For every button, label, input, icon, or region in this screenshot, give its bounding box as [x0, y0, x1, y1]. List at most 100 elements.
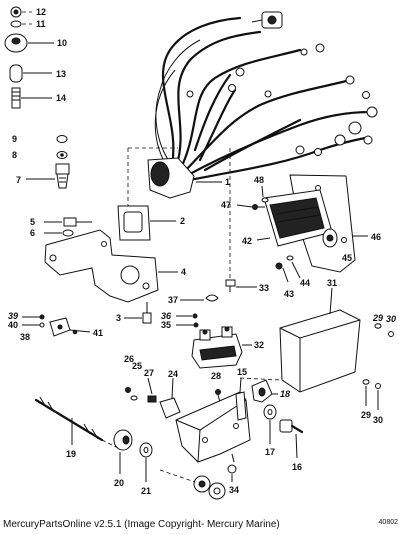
part-33-bolt: [225, 279, 257, 292]
part-bottom-bracket: [175, 391, 251, 463]
part-4-mounting-plate: [44, 229, 178, 303]
part-14-terminal: [11, 87, 52, 109]
part-11-washer: [10, 20, 32, 28]
part-19-stud: [34, 396, 104, 445]
part-7-sender: [26, 163, 70, 189]
callout-14: 14: [56, 93, 66, 103]
callout-12: 12: [36, 7, 46, 17]
callout-30-bottom: 30: [373, 415, 383, 425]
callout-19: 19: [66, 449, 76, 459]
callout-48: 48: [254, 175, 264, 185]
part-48-washer: [261, 185, 269, 203]
part-29-washer-bottom: [362, 379, 370, 406]
callout-44: 44: [300, 278, 310, 288]
part-25-washer: [130, 395, 138, 401]
callout-11: 11: [36, 19, 46, 29]
diagram-ref-number: 40802: [378, 519, 398, 526]
callout-10: 10: [57, 38, 67, 48]
part-20-spacer: [113, 429, 133, 474]
callout-36: 36: [161, 311, 172, 321]
callout-25: 25: [132, 361, 142, 371]
callout-20: 20: [114, 478, 124, 488]
callout-1: 1: [225, 177, 230, 187]
callout-46: 46: [371, 232, 381, 242]
callout-32: 32: [254, 340, 264, 350]
callout-4: 4: [181, 267, 186, 277]
part-36-nut: [176, 313, 198, 319]
part-8-washer: [56, 151, 68, 159]
callout-21: 21: [141, 486, 151, 496]
part-40-washer: [22, 322, 45, 328]
part-1-wiring-harness: [147, 11, 378, 199]
part-6-washer: [44, 229, 74, 237]
copyright-footer: MercuryPartsOnline v2.5.1 (Image Copyrig…: [3, 519, 280, 530]
part-5-screw: [44, 217, 92, 227]
part-39-screw: [22, 314, 45, 320]
callout-35: 35: [161, 320, 171, 330]
callout-41: 41: [93, 328, 103, 338]
callout-13: 13: [56, 69, 66, 79]
callout-5: 5: [30, 217, 35, 227]
callout-labels: 12 11 10 13 14 9 8 7 1 2 5 6 4 3 48 47 4…: [8, 7, 396, 496]
callout-30-top: 30: [386, 314, 396, 324]
part-15-strap: [235, 377, 247, 421]
callout-40: 40: [8, 320, 18, 330]
part-3-screw: [124, 302, 152, 324]
callout-43: 43: [284, 289, 294, 299]
part-42-control-module: [256, 189, 333, 247]
part-35-screw: [176, 322, 199, 328]
part-30-nut-top: [388, 331, 394, 337]
callout-38: 38: [20, 332, 30, 342]
part-28-screw: [215, 389, 221, 403]
callout-27: 27: [144, 368, 154, 378]
part-41-nut: [72, 329, 78, 335]
part-21-washer: [139, 442, 153, 482]
callout-34: 34: [229, 485, 239, 495]
callout-2: 2: [180, 216, 185, 226]
callout-42: 42: [242, 236, 252, 246]
callout-33: 33: [259, 283, 269, 293]
callout-31: 31: [327, 278, 337, 288]
callout-45: 45: [342, 253, 352, 263]
callout-15: 15: [237, 367, 247, 377]
callout-47: 47: [221, 200, 231, 210]
part-9-nut: [56, 135, 68, 143]
callout-7: 7: [16, 175, 21, 185]
callout-37: 37: [168, 295, 178, 305]
part-17-washer: [263, 404, 277, 444]
callout-16: 16: [292, 462, 302, 472]
part-37-clip: [180, 294, 219, 302]
callout-8: 8: [12, 150, 17, 160]
part-31-cover: [279, 287, 361, 393]
callout-39: 39: [8, 311, 18, 321]
part-12-nut: [10, 6, 32, 18]
callout-24: 24: [168, 369, 178, 379]
callout-3: 3: [116, 313, 121, 323]
part-10-boot: [4, 33, 54, 53]
part-bottom-washer: [208, 482, 226, 500]
callout-26: 26: [124, 354, 134, 364]
part-2-grommet-bracket: [117, 205, 176, 241]
part-44-washer: [286, 255, 301, 279]
callout-18: 18: [280, 389, 290, 399]
part-38-bracket: [49, 317, 91, 337]
part-34-nut: [227, 464, 237, 482]
part-47-screw: [236, 204, 265, 210]
part-13-sleeve: [9, 64, 52, 83]
part-16-bolt: [279, 419, 304, 459]
part-18-insulator: [251, 379, 278, 403]
part-bottom-spacer: [193, 475, 211, 493]
part-29-washer-top: [374, 323, 382, 329]
part-43-screw: [275, 262, 289, 283]
callout-29-bottom: 29: [361, 410, 371, 420]
callout-9: 9: [12, 134, 17, 144]
callout-17: 17: [265, 447, 275, 457]
part-45-grommet: [322, 228, 338, 248]
callout-6: 6: [30, 228, 35, 238]
callout-29-top: 29: [372, 313, 383, 323]
part-26-screw: [125, 387, 131, 393]
part-30-nut-bottom: [375, 383, 381, 410]
part-32-solenoid: [191, 326, 252, 369]
callout-28: 28: [211, 371, 221, 381]
part-24-clip: [159, 377, 181, 419]
